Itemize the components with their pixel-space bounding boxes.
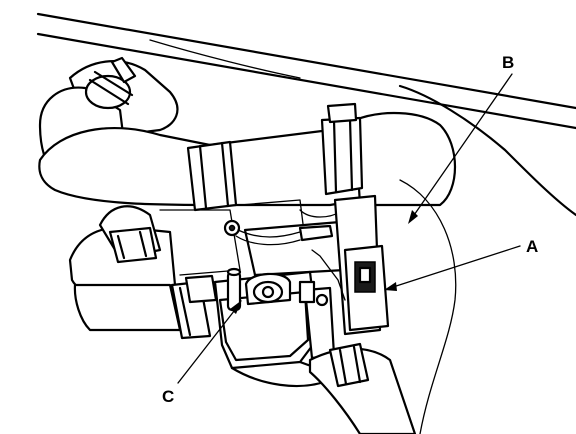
callout-a-leader bbox=[389, 245, 521, 289]
callout-b-arrowhead bbox=[408, 210, 418, 224]
lower-left-hose bbox=[68, 205, 218, 340]
callout-a-arrowhead bbox=[384, 282, 397, 291]
connector-assembly bbox=[298, 194, 390, 360]
upper-hose bbox=[38, 102, 457, 212]
callout-c: C bbox=[162, 300, 242, 406]
callout-a-label: A bbox=[526, 237, 538, 256]
ground-wire bbox=[223, 219, 334, 246]
callout-c-arrowhead bbox=[230, 300, 242, 314]
lower-hose bbox=[308, 179, 457, 434]
callout-c-label: C bbox=[162, 387, 174, 406]
callout-b: B bbox=[408, 53, 514, 224]
callout-b-leader bbox=[411, 73, 513, 219]
engine-cover-outline bbox=[36, 12, 576, 217]
callout-a: A bbox=[384, 237, 538, 291]
callout-b-label: B bbox=[502, 53, 514, 72]
callout-c-leader bbox=[177, 305, 239, 384]
